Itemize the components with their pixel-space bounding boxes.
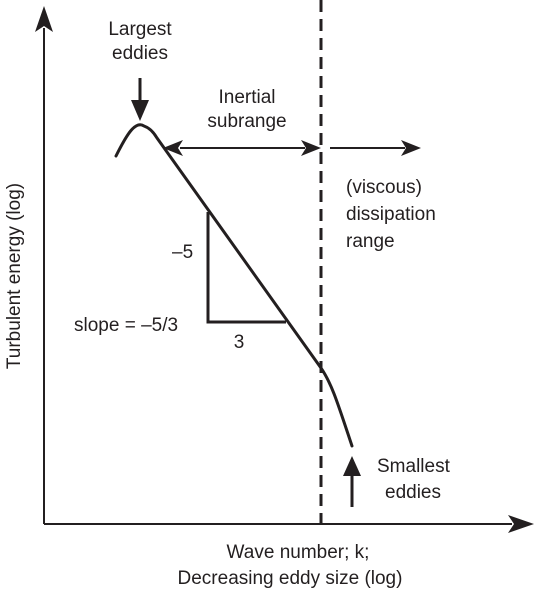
y-axis-label: Turbulent energy (log) (4, 183, 25, 369)
dissipation-range-label-line1: (viscous) (346, 177, 422, 198)
smallest-eddies-arrowhead (343, 456, 361, 476)
dissipation-range-label-line2: dissipation (346, 204, 436, 225)
largest-eddies-arrowhead (131, 100, 149, 121)
slope-triangle (206, 212, 286, 324)
slope-value-label: slope = –5/3 (74, 315, 178, 336)
energy-spectrum-curve (114, 123, 354, 448)
largest-eddies-label-line1: Largest (108, 19, 172, 40)
inertial-arrowhead-right (301, 140, 321, 156)
slope-run-label: 3 (234, 332, 245, 353)
inertial-arrowhead-left (163, 140, 183, 156)
inertial-subrange-label-line2: subrange (207, 111, 286, 132)
dissipation-arrowhead (401, 140, 421, 156)
smallest-eddies-label-line1: Smallest (377, 456, 451, 477)
slope-rise-label: –5 (172, 242, 193, 263)
x-axis-arrowhead (508, 515, 534, 533)
x-axis-label-line1: Wave number; k; (227, 542, 370, 563)
y-axis-arrowhead (35, 6, 53, 32)
largest-eddies-label-line2: eddies (112, 43, 168, 64)
x-axis-label-line2: Decreasing eddy size (log) (178, 568, 403, 589)
smallest-eddies-label-line2: eddies (385, 482, 441, 503)
inertial-subrange-label-line1: Inertial (218, 87, 275, 108)
dissipation-range-label-line3: range (346, 231, 395, 252)
